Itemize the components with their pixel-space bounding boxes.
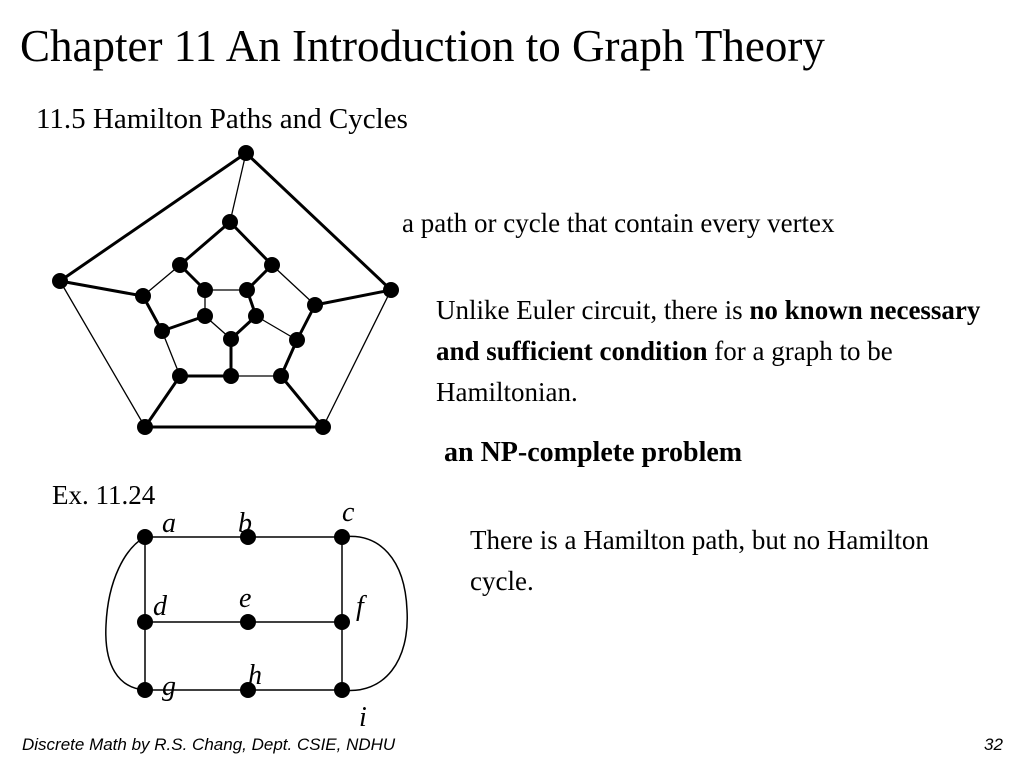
vertex-label-g: g [162, 671, 176, 702]
vertex-c [334, 529, 350, 545]
footer-credit: Discrete Math by R.S. Chang, Dept. CSIE,… [22, 735, 396, 754]
vertex-label-e: e [239, 583, 251, 614]
vertex-label-f: f [356, 591, 367, 622]
vertex-h [240, 682, 256, 698]
vertex-b [240, 529, 256, 545]
vertex-d [137, 614, 153, 630]
vertex-g [137, 682, 153, 698]
vertex-label-h: h [248, 660, 262, 691]
euler-comparison-text: Unlike Euler circuit, there is no known … [436, 290, 1016, 413]
page-number: 32 [984, 735, 1003, 754]
hamilton-definition: a path or cycle that contain every verte… [402, 208, 835, 238]
np-complete-note: an NP-complete problem [444, 437, 743, 468]
euler-text-end: for a graph to be Hamiltonian. [436, 336, 893, 407]
example-conclusion: There is a Hamilton path, but no Hamilto… [470, 525, 929, 596]
vertex-i [334, 682, 350, 698]
vertex-label-c: c [342, 497, 355, 528]
euler-text-bold: no known necessary and sufficient condit… [436, 295, 981, 366]
euler-text-start: Unlike Euler circuit, there is [436, 295, 750, 325]
page-title: Chapter 11 An Introduction to Graph Theo… [20, 21, 825, 71]
vertex-e [240, 614, 256, 630]
example-label: Ex. 11.24 [52, 480, 156, 510]
vertex-f [334, 614, 350, 630]
vertex-label-d: d [153, 591, 168, 622]
vertex-label-b: b [238, 508, 252, 539]
vertex-a [137, 529, 153, 545]
vertex-label-i: i [359, 702, 367, 733]
section-heading: 11.5 Hamilton Paths and Cycles [36, 103, 408, 135]
vertex-label-a: a [162, 508, 176, 539]
